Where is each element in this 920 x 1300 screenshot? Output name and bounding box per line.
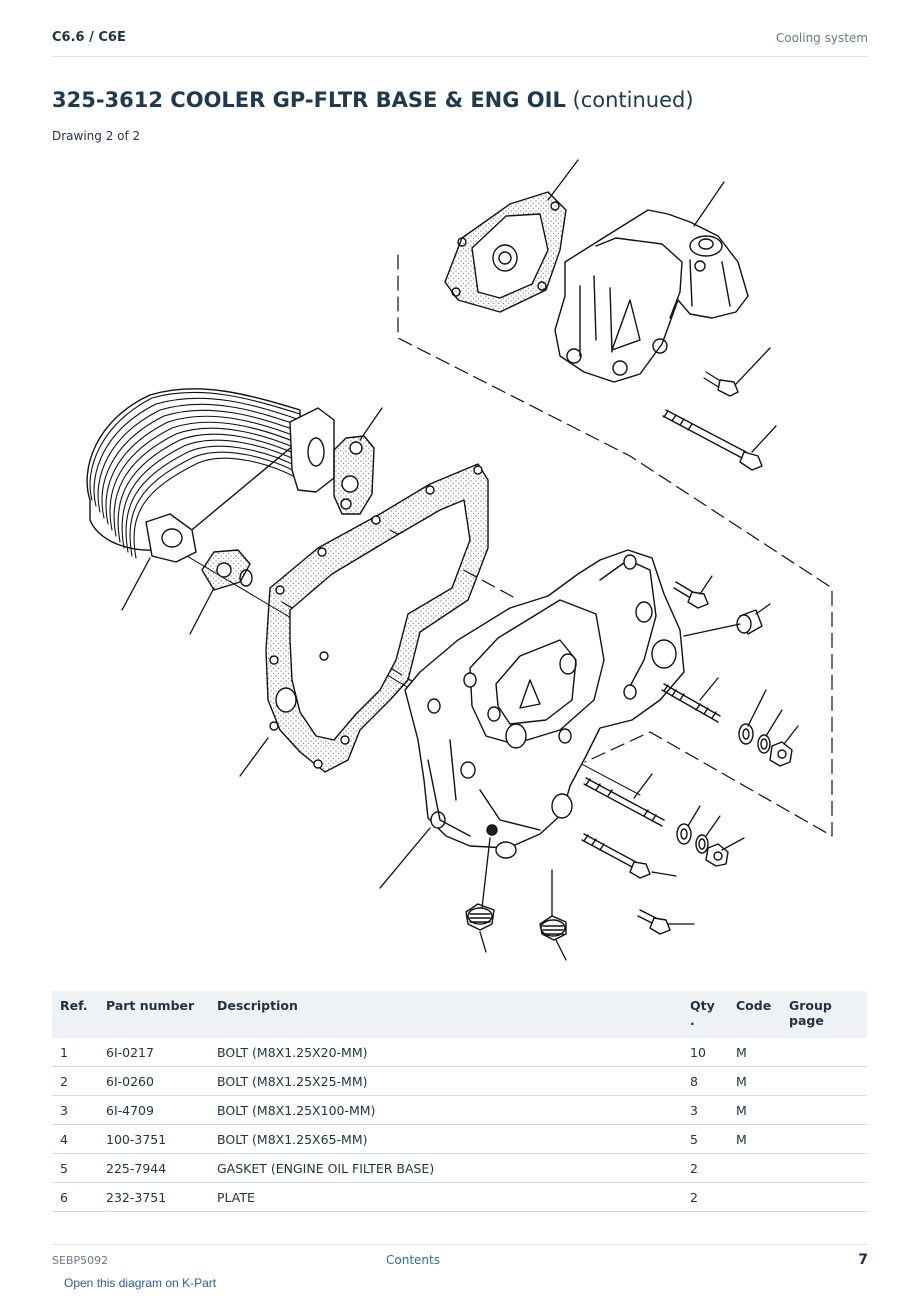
cell-description: PLATE: [209, 1182, 682, 1212]
contents-link[interactable]: Contents: [386, 1253, 440, 1267]
cell-group-page: [781, 1066, 867, 1096]
page-header: C6.6 / C6E Cooling system: [52, 28, 868, 57]
cell-ref: 3: [52, 1095, 98, 1125]
table-header-row: Ref. Part number Description Qty . Code …: [52, 991, 867, 1038]
table-row: 4 100-3751 BOLT (M8X1.25X65-MM) 5 M: [52, 1124, 867, 1154]
cell-group-page: [781, 1182, 867, 1212]
cell-code: M: [728, 1124, 781, 1154]
table-row: 5 225-7944 GASKET (ENGINE OIL FILTER BAS…: [52, 1153, 867, 1183]
cell-description: BOLT (M8X1.25X100-MM): [209, 1095, 682, 1125]
col-header-description: Description: [209, 991, 682, 1038]
cell-group-page: [781, 1153, 867, 1183]
document-id: SEBP5092: [52, 1254, 109, 1267]
open-on-kpart-link[interactable]: Open this diagram on K-Part: [64, 1276, 217, 1290]
assembly-title: 325-3612 COOLER GP-FLTR BASE & ENG OIL: [52, 88, 566, 112]
parts-table: Ref. Part number Description Qty . Code …: [52, 991, 867, 1212]
exploded-parts-diagram: [86, 159, 833, 961]
cell-part-number: 6I-4709: [98, 1095, 209, 1125]
col-header-part-number: Part number: [98, 991, 209, 1038]
cell-qty: 10: [682, 1038, 728, 1067]
title-suffix: (continued): [565, 88, 694, 112]
cell-ref: 1: [52, 1038, 98, 1067]
drawing-label: Drawing 2 of 2: [52, 129, 141, 143]
col-header-group-page: Group page: [781, 991, 867, 1038]
cell-part-number: 6I-0217: [98, 1038, 209, 1067]
section-name: Cooling system: [775, 31, 868, 45]
cell-ref: 4: [52, 1124, 98, 1154]
cell-qty: 8: [682, 1066, 728, 1096]
col-header-code: Code: [728, 991, 781, 1038]
page-number: 7: [858, 1252, 868, 1268]
table-row: 1 6I-0217 BOLT (M8X1.25X20-MM) 10 M: [52, 1038, 867, 1067]
cell-part-number: 6I-0260: [98, 1066, 209, 1096]
cell-part-number: 232-3751: [98, 1182, 209, 1212]
page-title: 325-3612 COOLER GP-FLTR BASE & ENG OIL (…: [52, 88, 694, 112]
cell-qty: 2: [682, 1153, 728, 1183]
page-footer: SEBP5092 Contents 7: [52, 1244, 868, 1275]
cell-description: BOLT (M8X1.25X25-MM): [209, 1066, 682, 1096]
table-row: 3 6I-4709 BOLT (M8X1.25X100-MM) 3 M: [52, 1095, 867, 1125]
cell-ref: 6: [52, 1182, 98, 1212]
cell-ref: 2: [52, 1066, 98, 1096]
cell-qty: 3: [682, 1095, 728, 1125]
cell-group-page: [781, 1038, 867, 1067]
engine-model: C6.6 / C6E: [52, 30, 126, 45]
cell-code: [728, 1153, 781, 1183]
col-header-qty: Qty .: [682, 991, 728, 1038]
cell-qty: 5: [682, 1124, 728, 1154]
cell-part-number: 100-3751: [98, 1124, 209, 1154]
col-header-ref: Ref.: [52, 991, 98, 1038]
cell-description: BOLT (M8X1.25X20-MM): [209, 1038, 682, 1067]
table-row: 6 232-3751 PLATE 2: [52, 1182, 867, 1212]
cell-description: GASKET (ENGINE OIL FILTER BASE): [209, 1153, 682, 1183]
cell-code: M: [728, 1095, 781, 1125]
cell-code: [728, 1182, 781, 1212]
cell-code: M: [728, 1066, 781, 1096]
cell-qty: 2: [682, 1182, 728, 1212]
cell-ref: 5: [52, 1153, 98, 1183]
table-row: 2 6I-0260 BOLT (M8X1.25X25-MM) 8 M: [52, 1066, 867, 1096]
cell-group-page: [781, 1124, 867, 1154]
cell-group-page: [781, 1095, 867, 1125]
cell-description: BOLT (M8X1.25X65-MM): [209, 1124, 682, 1154]
cell-code: M: [728, 1038, 781, 1067]
cell-part-number: 225-7944: [98, 1153, 209, 1183]
